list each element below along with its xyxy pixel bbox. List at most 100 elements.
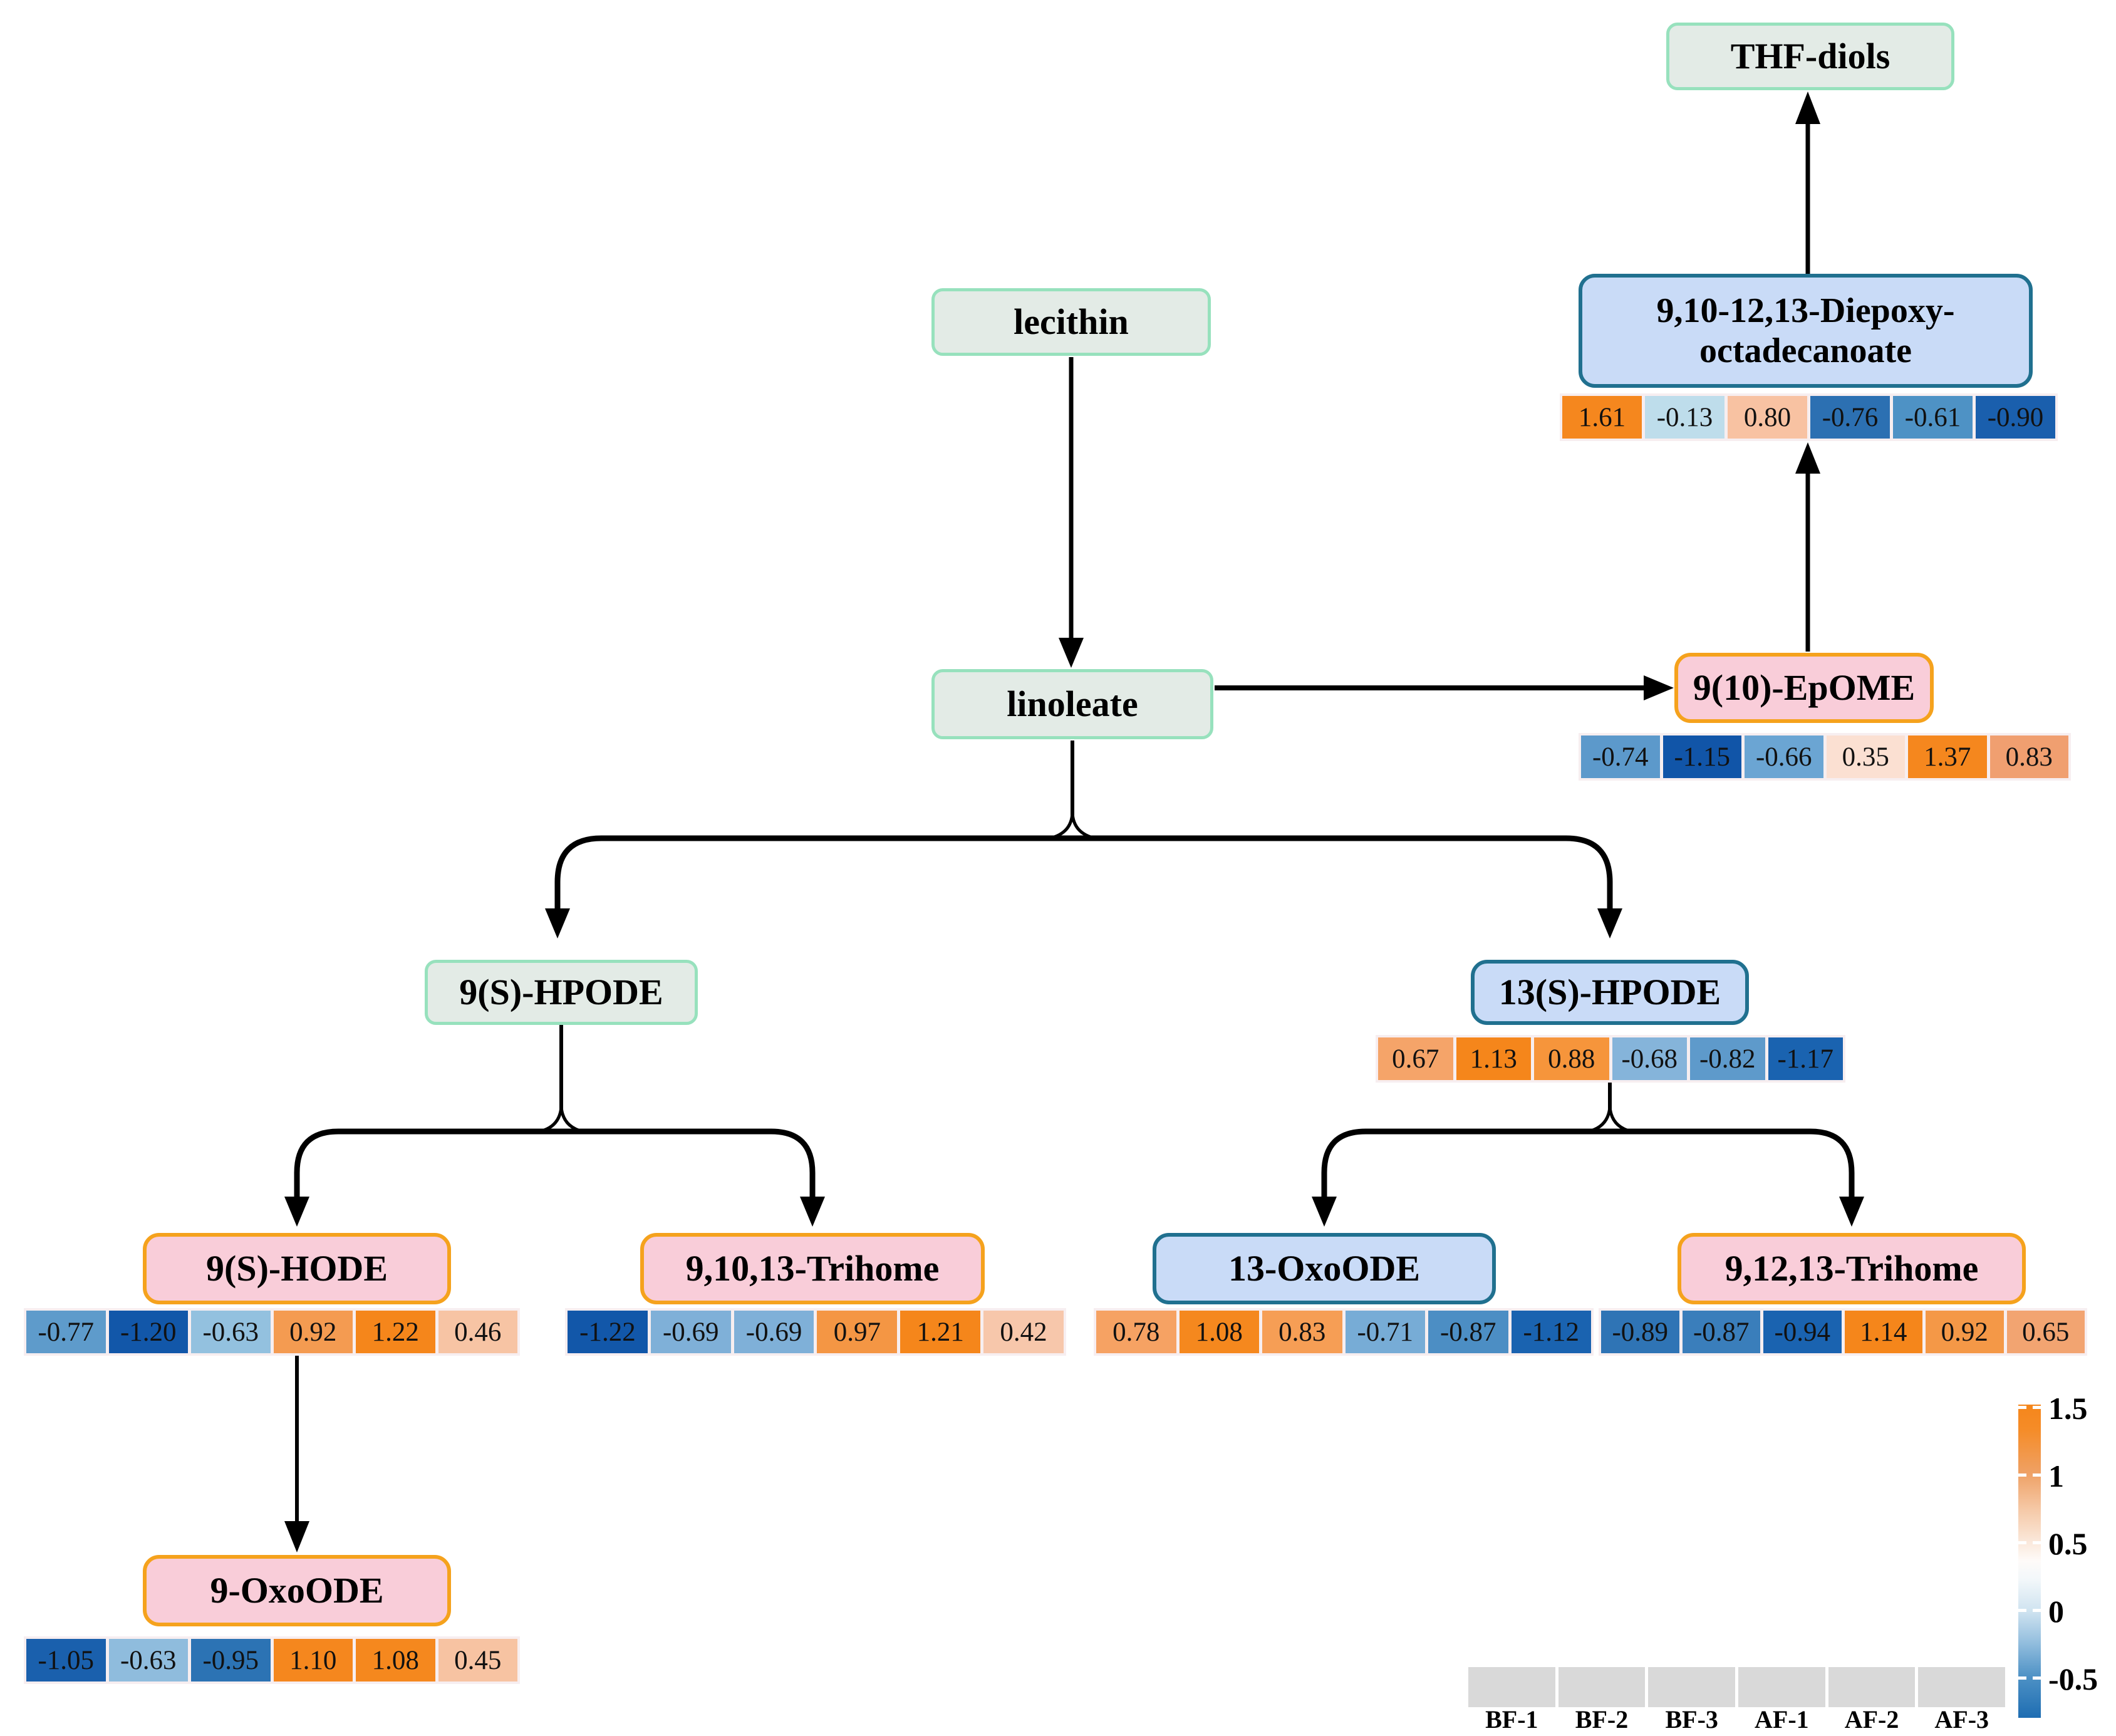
colorbar-tick-label: 1 [2048,1458,2064,1494]
heatmap-cell: 0.88 [1534,1037,1609,1080]
node-label-line1: 9,10-12,13-Diepoxy- [1656,291,1955,330]
split3-bracket [1321,1128,1855,1198]
heatmap-cell: 1.08 [356,1639,435,1681]
heatmap-cell: 1.14 [1844,1311,1922,1353]
heatmap-cell: 1.37 [1908,735,1987,778]
arrowhead-up-diepoxy [1795,442,1820,474]
colorbar-tick [2018,1541,2026,1544]
split2-funnel [539,1106,583,1133]
arrowhead-right-epome [1644,675,1674,700]
sample-label: AF-3 [1934,1705,1989,1733]
arrowhead-down-oxoode9 [284,1521,309,1552]
heatmap-cell: -0.13 [1645,396,1724,439]
arrowhead-down-hpode9 [545,908,570,938]
node-linoleate: linoleate [931,669,1213,739]
colorbar-tick [2033,1474,2041,1477]
heatmap-strip-oxoode9: -1.05 -0.63 -0.95 1.10 1.08 0.45 [24,1636,520,1684]
colorbar-tick-label: 0.5 [2048,1526,2088,1561]
heatmap-cell: -0.71 [1345,1311,1425,1353]
heatmap-cell: 0.83 [1262,1311,1342,1353]
node-trihome912: 9,12,13-Trihome [1678,1233,2026,1304]
heatmap-cell: 1.13 [1456,1037,1531,1080]
heatmap-cell: 0.92 [1926,1311,2004,1353]
arrowhead-down-oxoode13 [1312,1197,1337,1227]
heatmap-cell: 0.78 [1096,1311,1176,1353]
colorbar-tick [2018,1406,2026,1409]
arrowhead-down-linoleate [1059,638,1084,668]
heatmap-cell: -0.95 [191,1639,271,1681]
node-label: lecithin [1014,301,1129,342]
node-lecithin: lecithin [931,288,1211,356]
colorbar-tick-label: 0 [2048,1594,2064,1629]
heatmap-cell: -0.61 [1893,396,1973,439]
heatmap-cell: 1.10 [273,1639,353,1681]
sample-label: BF-2 [1575,1705,1629,1733]
colorbar-tick [2018,1676,2026,1680]
heatmap-cell: 0.80 [1728,396,1807,439]
split2-bracket [294,1128,816,1198]
sample-key-cell [1648,1667,1736,1707]
heatmap-cell: 0.92 [273,1311,353,1353]
split3-funnel [1588,1106,1632,1133]
sample-label: BF-3 [1665,1705,1718,1733]
arrowhead-down-hpode13 [1597,908,1622,938]
split1-funnel [1049,813,1096,840]
node-label: THF-diols [1730,35,1890,76]
colorbar-tick [2033,1406,2041,1409]
sample-key-labels: BF-1 BF-2 BF-3 AF-1 AF-2 AF-3 [1468,1703,2005,1735]
heatmap-cell: 0.35 [1826,735,1905,778]
node-oxoode13: 13-OxoODE [1153,1233,1496,1304]
heatmap-strip-hpode13: 0.67 1.13 0.88 -0.68 -0.82 -1.17 [1376,1035,1845,1083]
colorbar-tick [2033,1541,2041,1544]
colorbar-tick [2033,1609,2041,1612]
heatmap-cell: 0.67 [1378,1037,1453,1080]
node-label: 9,10-12,13-Diepoxy- octadecanoate [1657,291,1955,372]
arrowhead-up-thf [1795,91,1820,124]
heatmap-strip-trihome910: -1.22 -0.69 -0.69 0.97 1.21 0.42 [565,1308,1066,1356]
node-hode9: 9(S)-HODE [143,1233,451,1304]
heatmap-cell: 0.45 [438,1639,517,1681]
heatmap-strip-epome: -0.74 -1.15 -0.66 0.35 1.37 0.83 [1579,733,2071,781]
heatmap-cell: 0.83 [1989,735,2068,778]
heatmap-cell: -0.89 [1601,1311,1679,1353]
heatmap-cell: -0.68 [1612,1037,1687,1080]
arrowhead-down-trihome912 [1839,1197,1864,1227]
sample-key-cells [1468,1667,2006,1707]
node-label: 9(S)-HPODE [459,971,663,1012]
heatmap-cell: -0.69 [734,1311,814,1353]
heatmap-strip-diepoxy: 1.61 -0.13 0.80 -0.76 -0.61 -0.90 [1560,393,2058,441]
node-label-line2: octadecanoate [1699,331,1912,370]
heatmap-cell: 0.42 [983,1311,1064,1353]
node-label: 9,10,13-Trihome [685,1247,940,1289]
heatmap-cell: -1.22 [568,1311,648,1353]
heatmap-cell: 1.08 [1179,1311,1259,1353]
heatmap-cell: -1.05 [26,1639,106,1681]
sample-key-cell [1828,1667,1916,1707]
node-label: 9,12,13-Trihome [1724,1247,1979,1289]
heatmap-cell: 1.21 [900,1311,981,1353]
node-label: 9(10)-EpOME [1693,667,1916,708]
node-oxoode9: 9-OxoODE [143,1555,451,1626]
arrowhead-down-hode9 [284,1197,309,1227]
sample-key-cell [1468,1667,1555,1707]
colorbar-tick-label: -0.5 [2048,1661,2098,1697]
node-label: 9(S)-HODE [206,1247,388,1289]
node-label: 13-OxoODE [1228,1247,1421,1289]
node-label: 9-OxoODE [210,1569,384,1611]
heatmap-cell: -0.63 [108,1639,188,1681]
heatmap-cell: -1.17 [1768,1037,1843,1080]
heatmap-cell: -0.74 [1581,735,1660,778]
heatmap-strip-trihome912: -0.89 -0.87 -0.94 1.14 0.92 0.65 [1599,1308,2087,1356]
heatmap-cell: -0.69 [650,1311,731,1353]
heatmap-cell: -0.87 [1682,1311,1760,1353]
heatmap-cell: 1.61 [1562,396,1642,439]
node-epome: 9(10)-EpOME [1674,653,1934,723]
node-trihome910: 9,10,13-Trihome [640,1233,985,1304]
arrowhead-down-trihome910 [800,1197,825,1227]
node-diepoxy-octadecanoate: 9,10-12,13-Diepoxy- octadecanoate [1579,274,2033,388]
node-label: linoleate [1007,683,1138,724]
heatmap-cell: -1.12 [1511,1311,1591,1353]
colorbar-tick-label: 1.5 [2048,1391,2088,1426]
